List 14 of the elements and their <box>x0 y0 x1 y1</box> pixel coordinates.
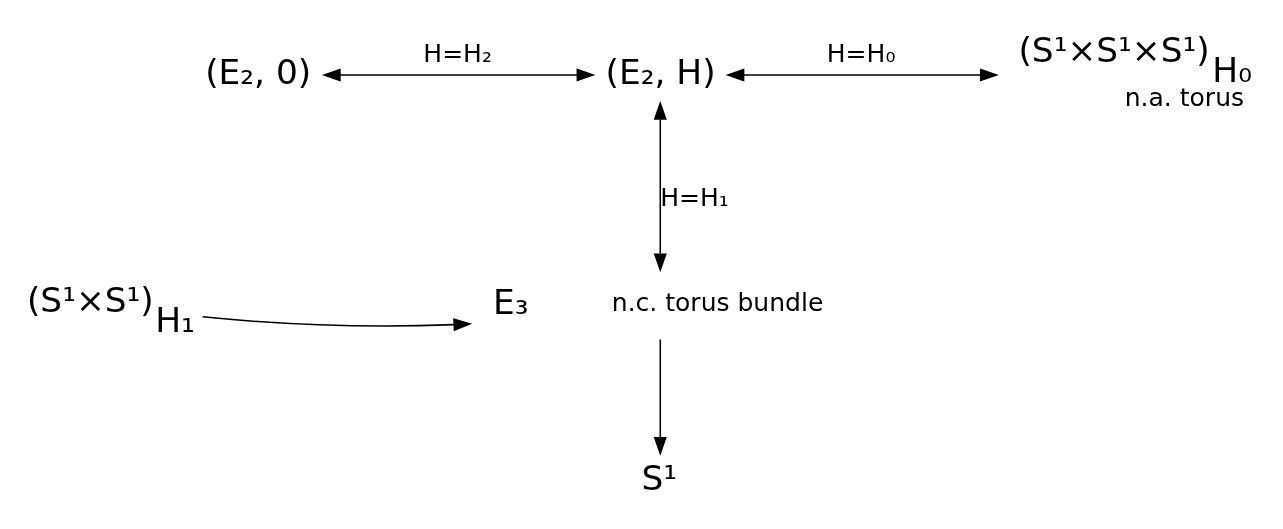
node-label: n.c. torus bundle <box>611 287 824 317</box>
node-text: (E₂, 0) <box>205 51 312 92</box>
arrow <box>321 67 596 82</box>
arrow <box>725 67 999 82</box>
node-text: (E₂, H) <box>605 51 716 92</box>
edge-label: H=H₂ <box>423 38 492 68</box>
edge-label: H=H₀ <box>826 38 896 68</box>
arrow <box>653 338 667 456</box>
arrow <box>201 315 473 331</box>
node-text: E₃ <box>492 281 529 322</box>
node-text: S¹ <box>641 457 678 498</box>
arrow <box>653 100 667 272</box>
edge-label: H=H₁ <box>660 182 729 212</box>
node-label: n.a. torus <box>1124 82 1245 112</box>
